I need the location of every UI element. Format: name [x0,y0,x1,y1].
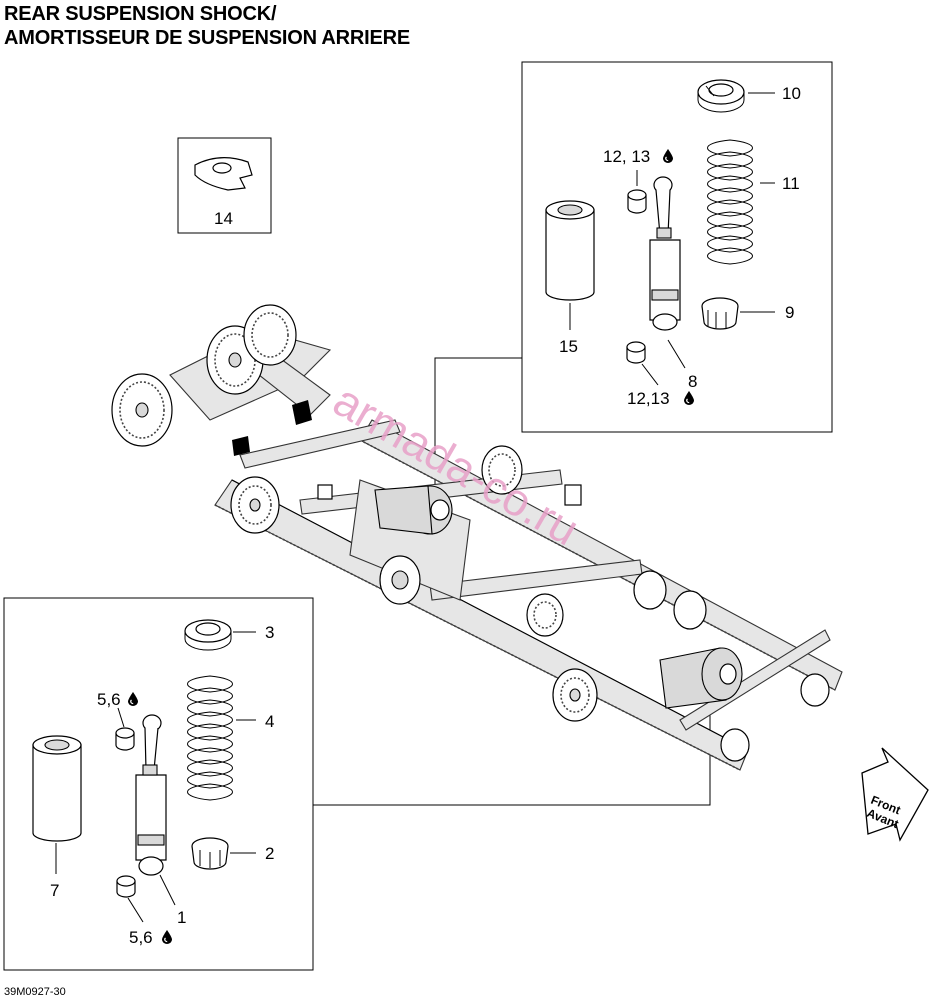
detail-box-front-shock [521,61,833,433]
callout-2: 2 [265,844,274,863]
callout-4: 4 [265,712,274,731]
shock-absorber-part-8 [649,176,681,331]
callout-3: 3 [265,623,274,642]
oil-drop-icon [162,930,172,944]
spring-adjuster-part-9 [701,297,739,330]
oil-drop-icon [684,391,694,405]
callout-8: 8 [688,372,697,391]
dust-cover-part-7 [32,735,82,842]
suspension-chassis [111,304,843,771]
callout-10: 10 [782,84,801,103]
spacer-plate-part-14 [194,157,253,191]
callout-15: 15 [559,337,578,356]
callout-9: 9 [785,303,794,322]
connector-line-upper [434,357,522,495]
dust-cover-part-15 [545,200,595,301]
bushing-part-5-6-bottom [116,875,136,898]
callout-5-6-bottom: 5,6 [129,928,153,947]
spring-stopper-part-3 [184,619,232,651]
bushing-part-12-13-bottom [626,341,646,364]
shock-absorber-part-1 [135,714,167,876]
callout-7: 7 [50,881,59,900]
front-arrow-icon: Front Avant [861,747,929,842]
spring-stopper-part-10 [697,79,745,113]
connector-line-lower [313,678,711,806]
leader-lines [55,92,775,923]
detail-box-rear-shock [3,597,314,971]
callout-1: 1 [177,908,186,927]
oil-drop-icon [663,149,673,163]
callout-12-13-top: 12, 13 [603,147,650,166]
oil-drop-icon [128,692,138,706]
callout-12-13-bottom: 12,13 [627,389,670,408]
figure-code: 39M0927-30 [4,986,66,998]
spring-part-11 [707,139,753,265]
callout-5-6-top: 5,6 [97,690,121,709]
detail-box-part-14 [177,137,272,234]
page-title-french: AMORTISSEUR DE SUSPENSION ARRIERE [4,27,411,49]
spring-part-4 [187,675,233,801]
page-title-english: REAR SUSPENSION SHOCK/ [4,3,277,25]
bushing-part-12-13-top [627,189,647,214]
callout-14: 14 [214,209,233,228]
callout-11: 11 [782,174,800,193]
spring-adjuster-part-2 [191,837,229,870]
bushing-part-5-6-top [115,727,135,751]
